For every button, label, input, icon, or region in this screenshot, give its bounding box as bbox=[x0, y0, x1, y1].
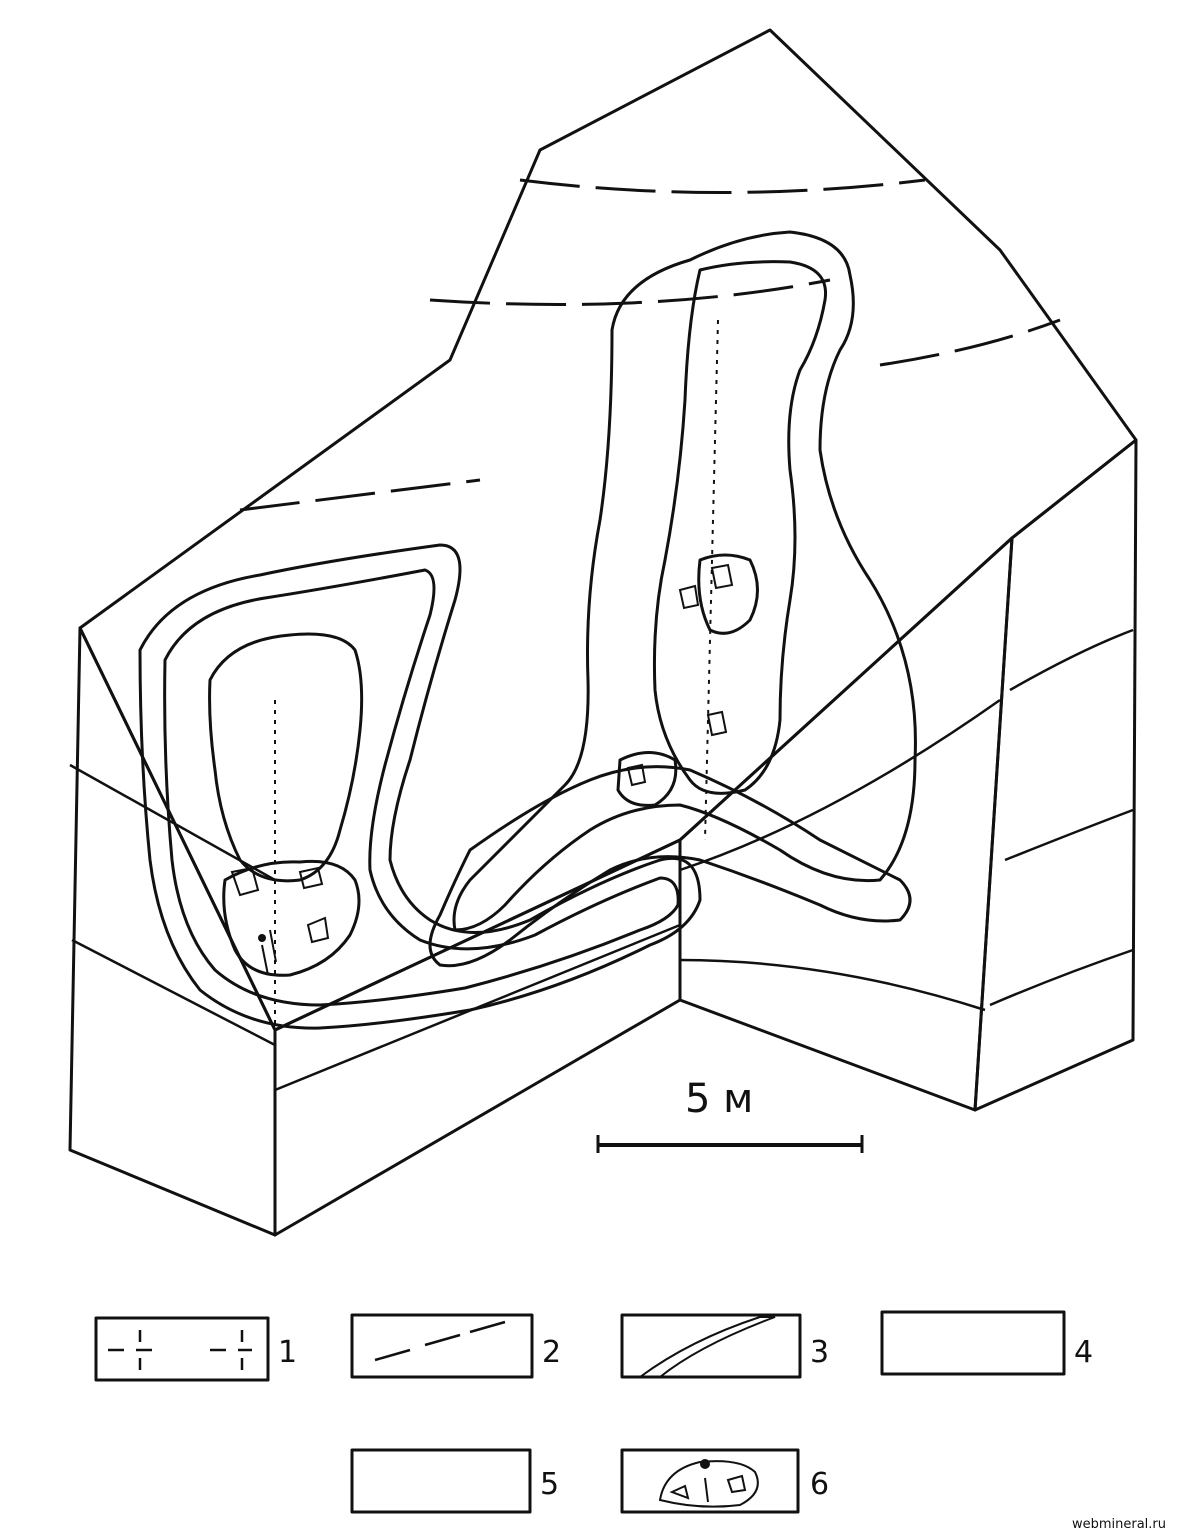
legend-item-3: 3 bbox=[620, 1313, 829, 1379]
block-right-face bbox=[973, 438, 1138, 1112]
legend-num-4: 4 bbox=[1074, 1335, 1093, 1370]
legend-num-6: 6 bbox=[810, 1467, 829, 1502]
legend-item-5: 5 bbox=[350, 1448, 559, 1514]
legend-num-5: 5 bbox=[540, 1467, 559, 1502]
legend: 1 2 3 4 5 bbox=[94, 1310, 1093, 1514]
block-left-face bbox=[68, 626, 277, 1237]
legend-item-2: 2 bbox=[350, 1313, 561, 1379]
face-layer-lines bbox=[69, 628, 1134, 1092]
legend-item-1: 1 bbox=[94, 1316, 297, 1382]
legend-num-1: 1 bbox=[278, 1335, 297, 1370]
watermark: webmineral.ru bbox=[1068, 1516, 1169, 1533]
top-layer-lines bbox=[239, 178, 1061, 512]
left-pegmatite-body bbox=[138, 543, 702, 1030]
scale-label: 5 м bbox=[685, 1076, 753, 1122]
scale-bar: 5 м bbox=[596, 1076, 864, 1153]
legend-num-2: 2 bbox=[542, 1335, 561, 1370]
right-pegmatite-body bbox=[428, 230, 917, 968]
legend-item-4: 4 bbox=[880, 1310, 1093, 1376]
block-middle-face bbox=[273, 838, 682, 1237]
legend-num-3: 3 bbox=[810, 1335, 829, 1370]
legend-item-6: 6 bbox=[620, 1448, 829, 1514]
